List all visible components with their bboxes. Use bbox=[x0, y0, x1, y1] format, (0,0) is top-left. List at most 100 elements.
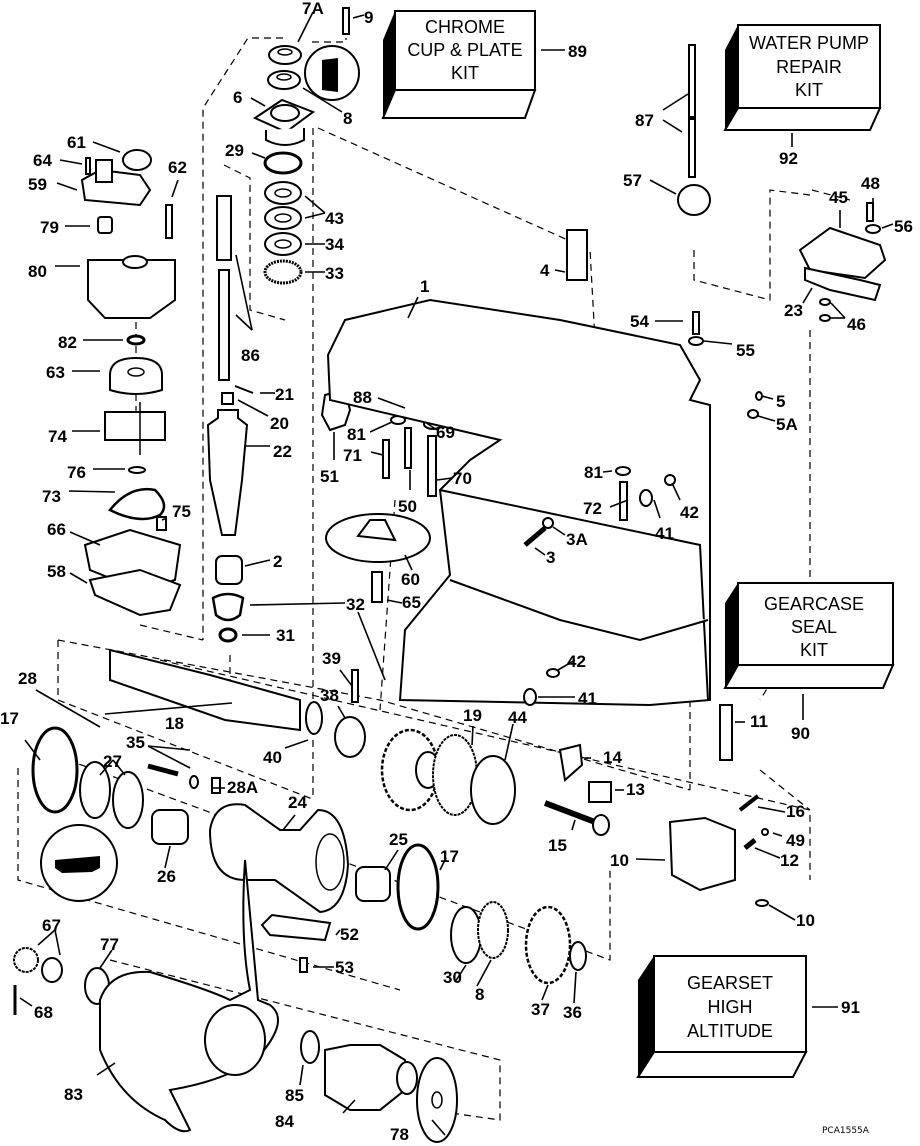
callout-50: 50 bbox=[398, 497, 417, 516]
callout-35: 35 bbox=[126, 733, 145, 752]
kit-89-line-2: CUP & PLATE bbox=[407, 40, 522, 60]
kit-91-line-1: GEARSET bbox=[687, 973, 773, 993]
callout-12: 12 bbox=[780, 851, 799, 870]
callout-68: 68 bbox=[34, 1003, 53, 1022]
nut-31 bbox=[218, 627, 238, 643]
kit-92-line-2: REPAIR bbox=[776, 57, 842, 77]
screw-54 bbox=[692, 311, 700, 335]
bearing-housing-24 bbox=[208, 803, 350, 914]
callout-92: 92 bbox=[779, 149, 798, 168]
assembly-guides bbox=[17, 37, 851, 1121]
kit-box-89: CHROME CUP & PLATE KIT 89 bbox=[381, 10, 587, 119]
o-ring-82 bbox=[126, 334, 146, 346]
plate-52 bbox=[260, 913, 332, 942]
callout-6: 6 bbox=[233, 88, 242, 107]
callout-43: 43 bbox=[325, 209, 344, 228]
callout-65: 65 bbox=[402, 593, 421, 612]
ball-49 bbox=[761, 828, 769, 836]
kit-90-line-3: KIT bbox=[800, 640, 828, 660]
callout-64: 64 bbox=[33, 151, 52, 170]
callout-78: 78 bbox=[390, 1125, 409, 1144]
thrust-hub-84 bbox=[324, 1044, 406, 1111]
callout-15: 15 bbox=[548, 836, 567, 855]
nut-67a bbox=[13, 947, 39, 973]
liner-79 bbox=[97, 216, 113, 234]
screw-41b bbox=[523, 688, 537, 706]
cup-57 bbox=[677, 184, 711, 216]
callout-25: 25 bbox=[389, 830, 408, 849]
housing-22 bbox=[206, 409, 249, 536]
callout-8: 8 bbox=[475, 985, 484, 1004]
bearing-26 bbox=[151, 809, 189, 845]
callout-32: 32 bbox=[346, 595, 365, 614]
ring-40 bbox=[305, 701, 323, 735]
callout-10: 10 bbox=[610, 851, 629, 870]
callout-72: 72 bbox=[583, 499, 602, 518]
callout-31: 31 bbox=[276, 626, 295, 645]
bearing-19 bbox=[432, 734, 478, 816]
callout-60: 60 bbox=[401, 570, 420, 589]
callout-74: 74 bbox=[48, 427, 67, 446]
callout-73: 73 bbox=[42, 487, 61, 506]
driveshaft-86 bbox=[216, 195, 232, 261]
washer-42 bbox=[664, 474, 676, 486]
propeller-83 bbox=[99, 859, 279, 1133]
detent-13 bbox=[588, 781, 612, 803]
callout-28a: 28A bbox=[227, 778, 258, 797]
callout-55: 55 bbox=[736, 341, 755, 360]
kit-91-line-2: HIGH bbox=[708, 997, 753, 1017]
callout-10b: 10 bbox=[796, 911, 815, 930]
washer-30 bbox=[450, 906, 482, 964]
bearing-2 bbox=[215, 555, 243, 585]
callout-21: 21 bbox=[275, 385, 294, 404]
callout-41b: 41 bbox=[578, 689, 597, 708]
screw-62 bbox=[165, 204, 173, 239]
callout-17: 17 bbox=[0, 709, 19, 728]
prop-hub-83 bbox=[204, 1004, 266, 1076]
screw-70 bbox=[427, 435, 437, 497]
cradle-10 bbox=[668, 816, 736, 892]
callout-22: 22 bbox=[273, 442, 292, 461]
callout-71: 71 bbox=[343, 446, 362, 465]
screw-9 bbox=[342, 7, 350, 35]
callout-46: 46 bbox=[847, 315, 866, 334]
pin-15 bbox=[592, 814, 610, 836]
callout-81b: 81 bbox=[584, 463, 603, 482]
callout-90: 90 bbox=[791, 724, 810, 743]
callout-80: 80 bbox=[28, 262, 47, 281]
callout-26: 26 bbox=[157, 867, 176, 886]
kit-92-line-1: WATER PUMP bbox=[749, 33, 869, 53]
bearing-8 bbox=[477, 901, 509, 959]
washer-55 bbox=[688, 336, 704, 346]
spacer-85 bbox=[300, 1030, 320, 1064]
callout-17b: 17 bbox=[440, 847, 459, 866]
screw-41 bbox=[639, 489, 653, 507]
lever-14 bbox=[558, 743, 584, 782]
callout-75: 75 bbox=[172, 502, 191, 521]
callout-42: 42 bbox=[680, 503, 699, 522]
callout-62: 62 bbox=[168, 158, 187, 177]
gasket-23 bbox=[804, 266, 882, 302]
callout-54: 54 bbox=[630, 312, 649, 331]
callout-89: 89 bbox=[568, 42, 587, 61]
pump-housing-80 bbox=[87, 259, 176, 319]
gasket-73 bbox=[108, 487, 166, 521]
callout-45: 45 bbox=[829, 188, 848, 207]
seal-27b bbox=[112, 771, 144, 829]
o-ring-76 bbox=[128, 466, 146, 474]
callout-36: 36 bbox=[563, 1003, 582, 1022]
callout-11: 11 bbox=[750, 712, 768, 731]
callout-76: 76 bbox=[67, 463, 86, 482]
plug-5 bbox=[755, 391, 763, 401]
stud-87a bbox=[688, 44, 696, 118]
screw-64 bbox=[85, 157, 91, 175]
callout-19: 19 bbox=[463, 706, 482, 725]
impeller-74 bbox=[104, 411, 166, 441]
gasket-58 bbox=[88, 568, 182, 617]
o-ring-17b bbox=[396, 843, 440, 931]
kit-91-line-3: ALTITUDE bbox=[687, 1021, 773, 1041]
kit-box-90: GEARCASE SEAL KIT 90 bbox=[723, 582, 895, 743]
washer-81b bbox=[615, 466, 631, 476]
washer-36 bbox=[569, 941, 587, 971]
